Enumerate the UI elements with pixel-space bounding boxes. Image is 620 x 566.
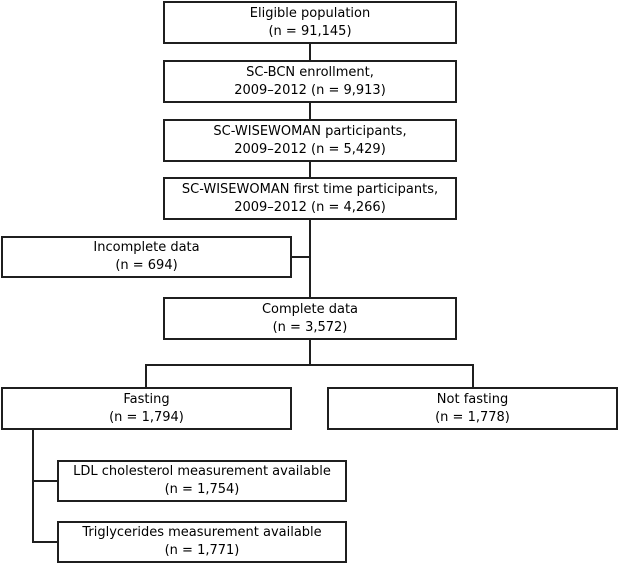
box-label: Incomplete data [93, 240, 200, 255]
box-label: SC-BCN enrollment, [246, 64, 374, 80]
box-count: (n = 91,145) [268, 23, 352, 39]
box-label: Triglycerides measurement available [82, 525, 322, 540]
flow-box-fasting: Fasting (n = 1,794) [1, 387, 292, 430]
connector-complete-to-branch [309, 340, 311, 364]
box-count: (n = 1,778) [435, 409, 510, 425]
box-count: (n = 3,572) [272, 319, 348, 335]
box-count: 2009–2012 (n = 4,266) [234, 199, 386, 215]
box-count: (n = 1,794) [109, 409, 184, 425]
connector-scbcn-to-wisewoman [309, 103, 311, 119]
box-label: Not fasting [436, 391, 509, 407]
flow-box-not-fasting: Not fasting (n = 1,778) [327, 387, 618, 430]
flow-box-incomplete-data: Incomplete data (n = 694) [1, 236, 292, 278]
connector-stub-triglycerides [32, 541, 57, 543]
box-count: 2009–2012 (n = 9,913) [234, 82, 386, 98]
flow-box-sc-wisewoman-participants: SC-WISEWOMAN participants, 2009–2012 (n … [163, 119, 457, 162]
flow-box-triglycerides-measurement: Triglycerides measurement available (n =… [57, 521, 347, 563]
connector-stub-ldl-measurement [32, 480, 57, 482]
box-label: Eligible population [249, 5, 371, 21]
connector-branch-to-fasting [145, 364, 147, 387]
box-count: (n = 1,754) [164, 482, 240, 497]
flow-box-complete-data: Complete data (n = 3,572) [163, 297, 457, 340]
connector-wisewoman-to-firsttime [309, 162, 311, 177]
box-label: Complete data [261, 301, 359, 317]
flow-box-eligible-population: Eligible population (n = 91,145) [163, 1, 457, 44]
flow-box-sc-bcn-enrollment: SC-BCN enrollment, 2009–2012 (n = 9,913) [163, 60, 457, 103]
box-label: LDL cholesterol measurement available [73, 464, 331, 479]
box-count: (n = 694) [115, 258, 178, 273]
connector-branch-horizontal [145, 364, 474, 366]
connector-eligible-to-scbcn [309, 44, 311, 60]
box-label: SC-WISEWOMAN participants, [213, 123, 407, 139]
connector-firsttime-to-complete [309, 220, 311, 297]
box-label: Fasting [123, 391, 170, 407]
connector-branch-to-not-fasting [472, 364, 474, 387]
flow-box-sc-wisewoman-first-time-participants: SC-WISEWOMAN first time participants, 20… [163, 177, 457, 220]
box-label: SC-WISEWOMAN first time participants, [181, 181, 439, 197]
box-count: 2009–2012 (n = 5,429) [234, 141, 386, 157]
connector-stub-incomplete-data [292, 256, 310, 258]
connector-fasting-bracket-vertical [32, 430, 34, 543]
box-count: (n = 1,771) [164, 543, 240, 558]
flow-box-ldl-cholesterol-measurement: LDL cholesterol measurement available (n… [57, 460, 347, 502]
